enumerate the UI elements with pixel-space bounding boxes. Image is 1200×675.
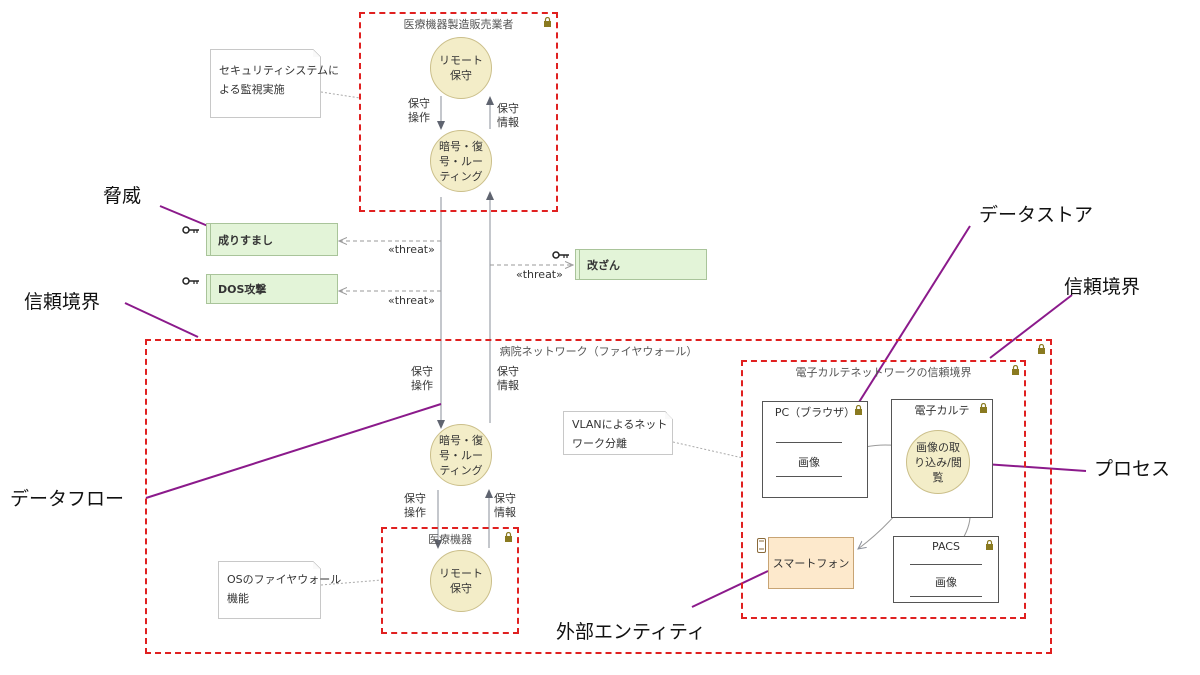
callout-trust-boundary-right	[989, 294, 1073, 359]
boundary-manufacturer-title: 医療機器製造販売業者	[403, 18, 514, 31]
threat-label-text: DOS攻撃	[218, 283, 267, 296]
phone-icon	[757, 538, 766, 553]
datastore-bottom-line	[910, 596, 982, 597]
key-icon	[182, 277, 199, 285]
threat-stereotype-dos: «threat»	[388, 294, 435, 307]
process-label: 暗号・復号・ルーティング	[439, 433, 483, 477]
datastore-pacs[interactable]: PACS 画像	[893, 536, 999, 603]
datastore-pc-image: 画像	[798, 456, 820, 469]
lock-icon	[986, 540, 993, 550]
datastore-bottom-line	[776, 476, 842, 477]
process-crypto-middle[interactable]: 暗号・復号・ルーティング	[430, 424, 492, 486]
datastore-pc-title: PC（ブラウザ）	[774, 406, 856, 419]
note-security-monitoring[interactable]: セキュリティシステムに よる監視実施	[210, 49, 339, 118]
boundary-hospital-title: 病院ネットワーク（ファイヤウォール）	[499, 345, 698, 358]
threat-label-text: 成りすまし	[218, 233, 273, 247]
annotation-external-entity: 外部エンティティ	[556, 621, 706, 643]
container-emr-title: 電子カルテ	[914, 404, 970, 417]
callout-dataflow	[145, 403, 442, 499]
flow-label-op-1: 保守 操作	[408, 97, 430, 124]
threat-stereotype-spoofing: «threat»	[388, 243, 435, 256]
annotation-trust-boundary-left: 信頼境界	[24, 291, 101, 313]
note-link-security	[320, 91, 361, 99]
annotation-process: プロセス	[1094, 458, 1171, 480]
datastore-top-line	[776, 442, 842, 443]
datastore-pc-browser[interactable]: PC（ブラウザ） 画像	[762, 401, 868, 498]
note-vlan[interactable]: VLANによるネット ワーク分離	[563, 411, 673, 455]
boundary-emr-title: 電子カルテネットワークの信頼境界	[795, 366, 972, 379]
datastore-pacs-image: 画像	[935, 576, 957, 589]
threat-dos[interactable]: DOS攻撃	[206, 274, 338, 304]
key-icon	[552, 251, 569, 259]
threat-label-text: 改ざん	[587, 258, 620, 272]
flow-label-op-3: 保守 操作	[404, 492, 426, 519]
datastore-top-line	[910, 564, 982, 565]
flow-label-info-3: 保守 情報	[494, 492, 516, 519]
note-os-firewall[interactable]: OSのファイヤウォール 機能	[218, 561, 341, 619]
entity-label: スマートフォン	[772, 557, 850, 570]
boundary-medical-device: 医療機器	[381, 527, 519, 634]
flow-label-op-2: 保守 操作	[411, 365, 433, 392]
threat-tampering[interactable]: 改ざん	[575, 249, 707, 280]
datastore-pacs-title: PACS	[932, 540, 960, 553]
process-remote-maintenance-top[interactable]: リモート保守	[430, 37, 492, 99]
process-label: リモート保守	[439, 567, 483, 595]
boundary-manufacturer: 医療機器製造販売業者	[359, 12, 558, 212]
process-remote-maintenance-bottom[interactable]: リモート保守	[430, 550, 492, 612]
lock-icon	[1012, 365, 1019, 375]
process-image-capture[interactable]: 画像の取り込み/閲覧	[906, 430, 970, 494]
flow-label-info-1: 保守 情報	[497, 102, 519, 129]
flow-label-info-2: 保守 情報	[497, 365, 519, 392]
callout-threat	[159, 205, 209, 227]
boundary-emr-network: 電子カルテネットワークの信頼境界	[741, 360, 1026, 619]
key-icon	[182, 226, 199, 234]
lock-icon	[505, 532, 512, 542]
threat-stereotype-tampering: «threat»	[516, 268, 563, 281]
lock-icon	[980, 403, 987, 413]
annotation-datastore: データストア	[979, 204, 1094, 226]
lock-icon	[544, 17, 551, 27]
annotation-trust-boundary-right: 信頼境界	[1064, 276, 1141, 298]
annotation-threat: 脅威	[103, 185, 142, 207]
process-label: 暗号・復号・ルーティング	[439, 139, 483, 183]
process-label: 画像の取り込み/閲覧	[914, 440, 962, 484]
callout-trust-boundary-left	[124, 302, 199, 338]
process-crypto-top[interactable]: 暗号・復号・ルーティング	[430, 130, 492, 192]
lock-icon	[1038, 344, 1045, 354]
boundary-device-title: 医療機器	[428, 533, 472, 546]
lock-icon	[855, 405, 862, 415]
process-label: リモート保守	[439, 54, 483, 82]
entity-smartphone[interactable]: スマートフォン	[768, 537, 854, 589]
boundary-hospital-network: 病院ネットワーク（ファイヤウォール）	[145, 339, 1052, 654]
threat-spoofing[interactable]: 成りすまし	[206, 223, 338, 256]
callout-external-entity	[691, 570, 769, 608]
annotation-dataflow: データフロー	[10, 488, 125, 510]
